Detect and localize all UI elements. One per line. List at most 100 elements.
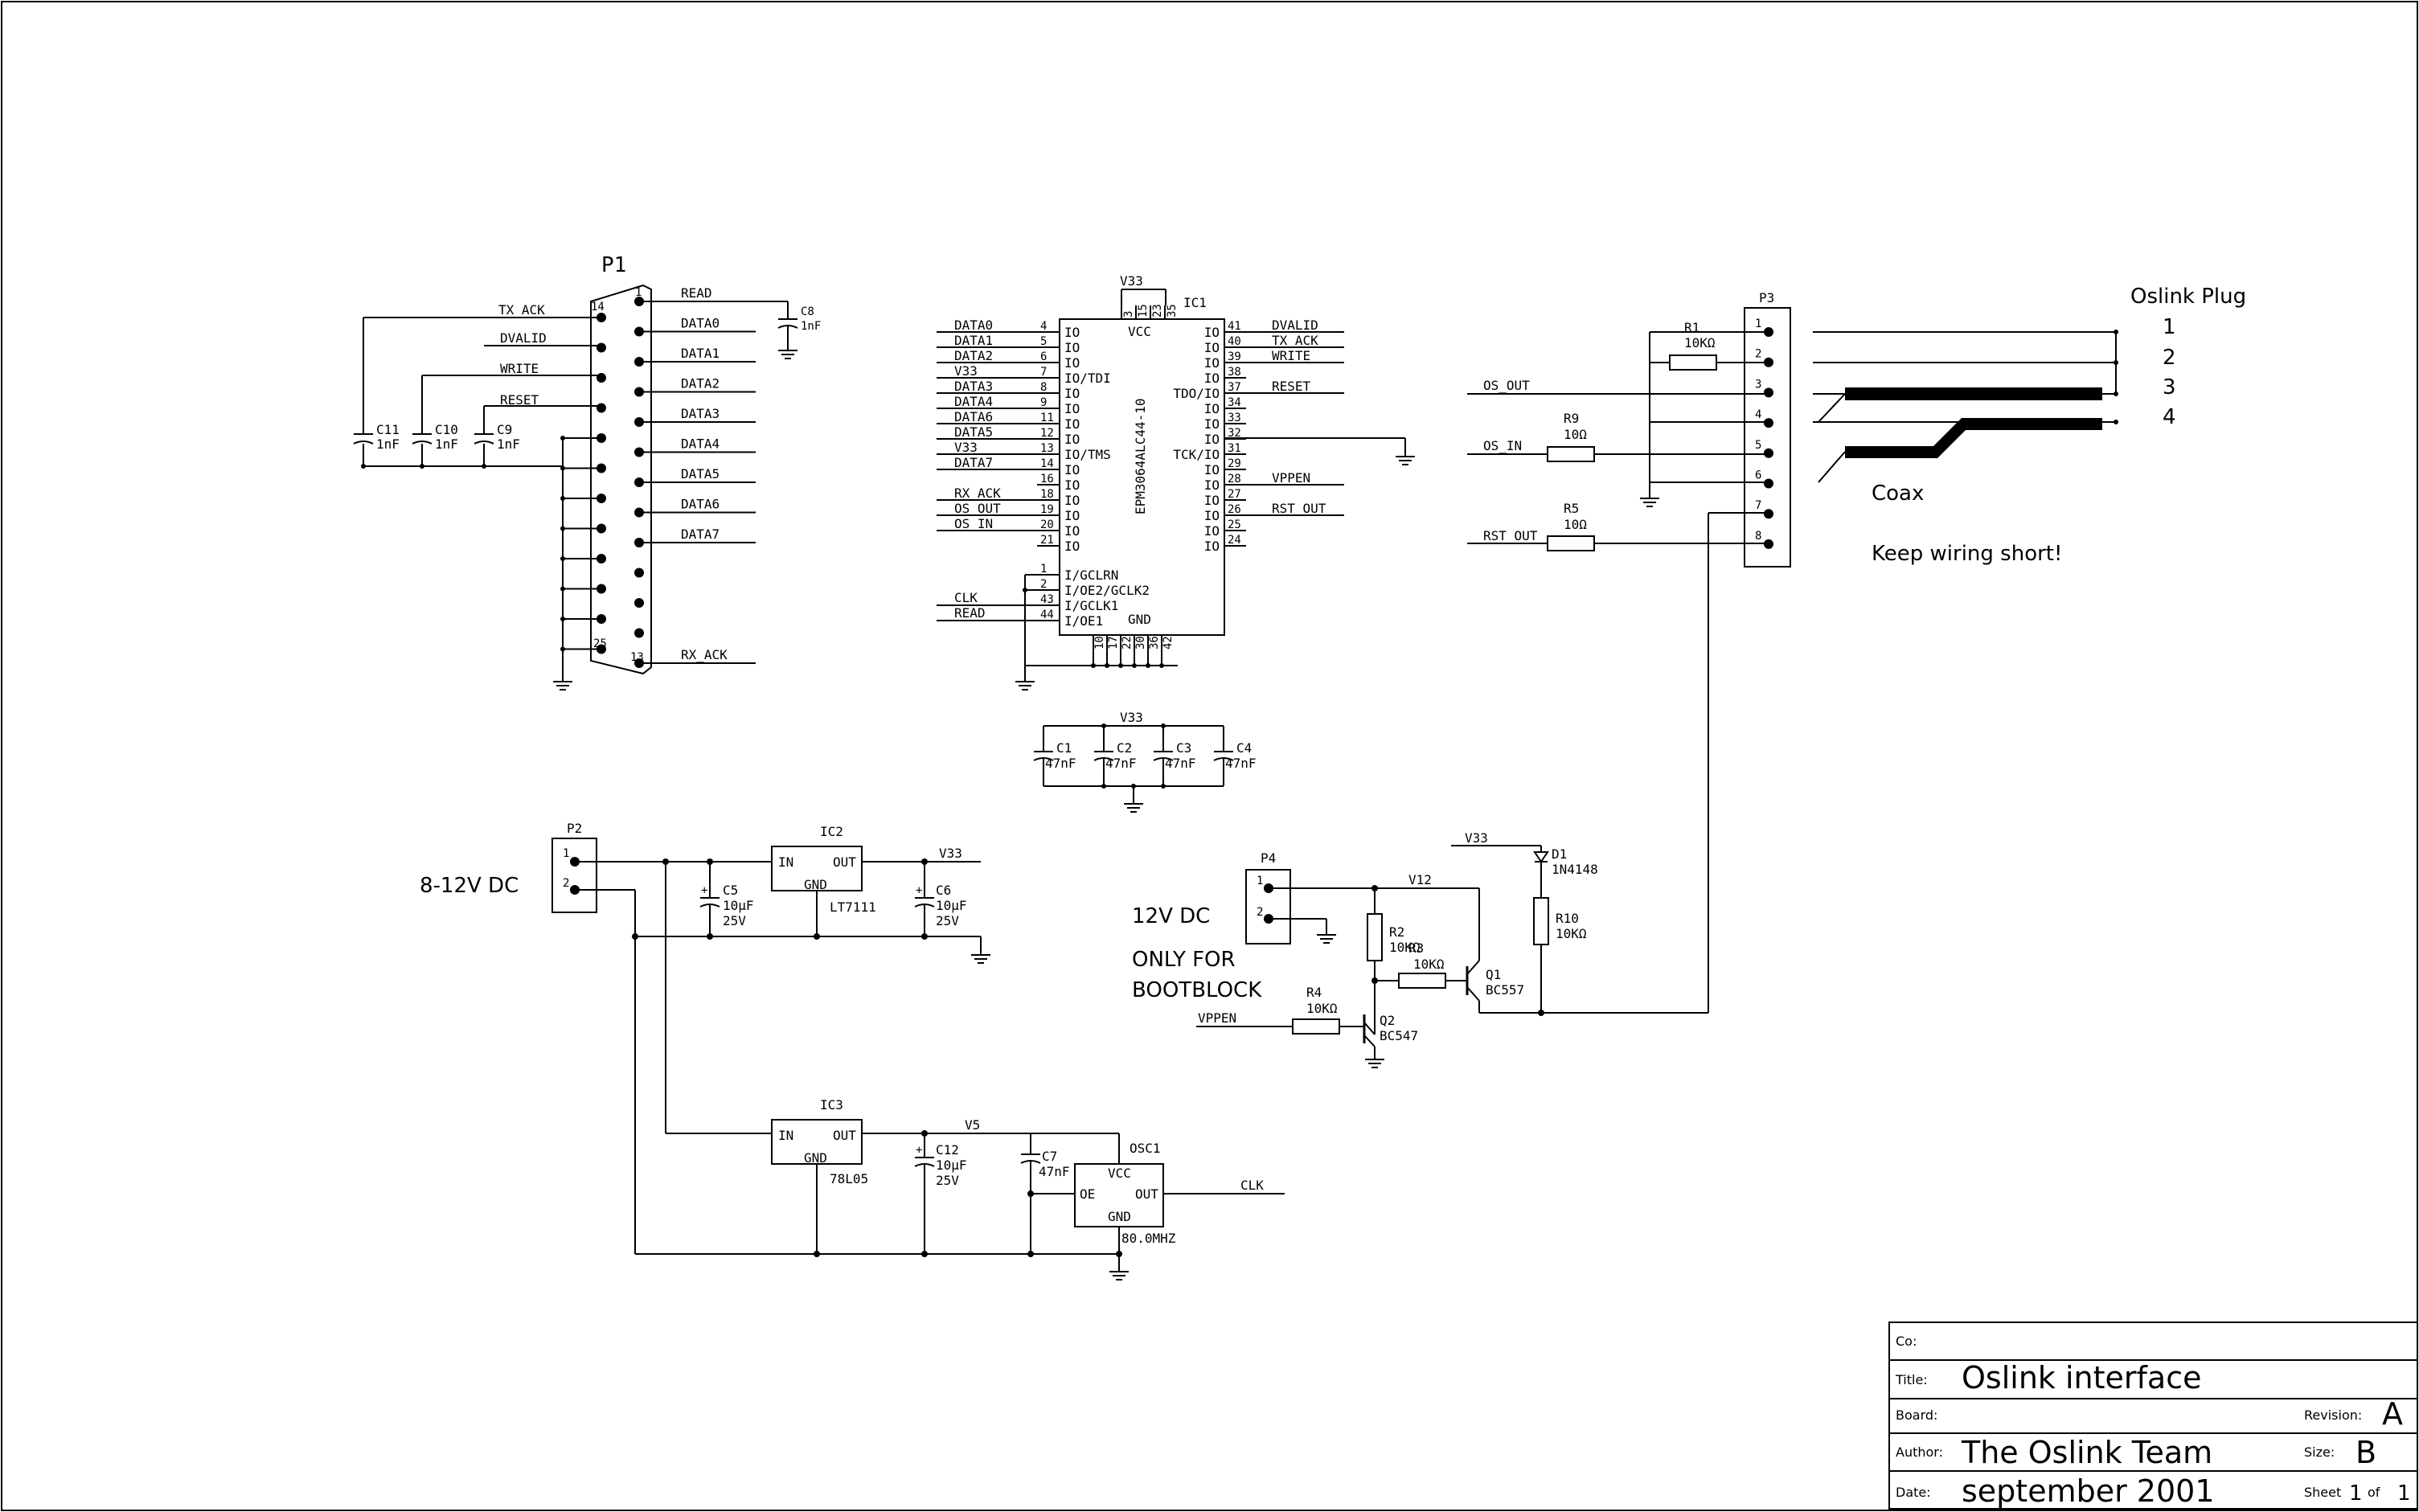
svg-text:10µF: 10µF — [723, 898, 754, 913]
svg-text:10KΩ: 10KΩ — [1389, 940, 1421, 955]
ic1-pin-num: 31 — [1228, 442, 1241, 455]
svg-text:C12: C12 — [936, 1142, 959, 1158]
svg-text:V12: V12 — [1408, 872, 1432, 887]
ic1-net-label: RX_ACK — [954, 486, 1001, 501]
p3-pin-num: 3 — [1755, 378, 1761, 391]
svg-text:P2: P2 — [567, 821, 582, 836]
svg-text:V33: V33 — [1120, 710, 1143, 725]
cap-ref: C3 — [1176, 740, 1191, 756]
tb-sheet-total: 1 — [2397, 1481, 2411, 1506]
cap-value: 47nF — [1165, 756, 1196, 771]
ic1-pin-label: IO — [1204, 371, 1220, 386]
p3-pin — [1764, 448, 1773, 458]
svg-text:14: 14 — [591, 301, 605, 313]
ic1-pin-label: IO — [1064, 416, 1080, 432]
ic1-net-label: TX_ACK — [1272, 333, 1318, 348]
p1-connector: P1 14 1 25 13 — [560, 253, 652, 675]
ic1-pin-num: 10 — [1093, 636, 1106, 649]
p1-net-label: READ — [681, 285, 712, 301]
tb-title-label: Title: — [1895, 1372, 1928, 1387]
ic1-pin-label: I/OE2/GCLK2 — [1064, 583, 1150, 598]
svg-text:Q1: Q1 — [1486, 967, 1501, 982]
svg-text:RESET: RESET — [500, 392, 539, 408]
ic1-net-label: OS_IN — [954, 516, 993, 531]
svg-text:Coax: Coax — [1872, 481, 1924, 506]
ic1-net-label: DATA0 — [954, 318, 993, 333]
p1-pin — [597, 403, 606, 413]
p1-pin — [634, 598, 644, 608]
svg-text:BC557: BC557 — [1486, 982, 1524, 998]
ic1-pin-label: TCK/IO — [1173, 447, 1220, 462]
cap-ref: C4 — [1236, 740, 1252, 756]
ic1-pin-num: 13 — [1040, 442, 1054, 455]
ic1-pin-label: IO — [1064, 508, 1080, 523]
cap-value: 47nF — [1045, 756, 1076, 771]
p1-net-label: DATA5 — [681, 466, 720, 481]
ic1-pin-num: 23 — [1151, 304, 1164, 318]
svg-text:GND: GND — [804, 1150, 827, 1166]
ic1-pin-num: 39 — [1228, 350, 1241, 363]
ic1-pin-label: I/OE1 — [1064, 613, 1103, 629]
tb-author: The Oslink Team — [1961, 1435, 2212, 1470]
ic1-pin-num: 35 — [1166, 304, 1179, 318]
ic1-net-label: DATA6 — [954, 409, 993, 424]
oslink-plug: Oslink Plug 1 2 3 4 Coax Keep wiring sho… — [1813, 285, 2246, 566]
ic1-pin-label: TDO/IO — [1173, 386, 1220, 401]
p3-pin-num: 5 — [1755, 439, 1761, 452]
ic1-pin-label: IO — [1204, 523, 1220, 539]
tb-sheet-num: 1 — [2349, 1481, 2363, 1506]
ic1-pin-num: 18 — [1040, 488, 1054, 501]
p3-pin — [1764, 478, 1773, 489]
ic1-pin-label: IO — [1204, 355, 1220, 371]
ic1-pin-num: 5 — [1040, 335, 1047, 348]
ic1-pin-label: IO — [1204, 477, 1220, 493]
ic1-pin-num: 28 — [1228, 473, 1241, 486]
ic1-pin-num: 34 — [1228, 396, 1241, 409]
tb-sheet-label: Sheet — [2304, 1485, 2341, 1500]
ic1-pin-label: IO — [1064, 539, 1080, 554]
svg-text:TX_ACK: TX_ACK — [498, 302, 545, 318]
cap-value: 1nF — [435, 436, 458, 452]
ic1-pin-num: 8 — [1040, 381, 1047, 394]
ic1-net-label: DATA1 — [954, 333, 993, 348]
p1-net-label: DATA4 — [681, 436, 720, 452]
svg-text:10Ω: 10Ω — [1564, 517, 1587, 532]
svg-text:R2: R2 — [1389, 924, 1404, 940]
p1-pin — [597, 342, 606, 353]
ic1-pin-num: 15 — [1137, 304, 1150, 318]
svg-text:R3: R3 — [1408, 940, 1424, 956]
tb-author-label: Author: — [1896, 1444, 1943, 1460]
svg-text:GND: GND — [804, 877, 827, 892]
svg-text:3: 3 — [2163, 375, 2176, 400]
ic1-pin-num: 32 — [1228, 427, 1241, 440]
p1-net-label: DATA0 — [681, 316, 720, 331]
svg-text:10KΩ: 10KΩ — [1556, 926, 1587, 941]
tb-date-label: Date: — [1896, 1485, 1931, 1500]
p3-pin — [1764, 387, 1773, 398]
svg-text:C7: C7 — [1042, 1149, 1057, 1164]
tb-board-label: Board: — [1896, 1408, 1937, 1423]
svg-text:OS_IN: OS_IN — [1483, 438, 1522, 453]
ic1-net-label: OS_OUT — [954, 501, 1001, 516]
svg-text:+: + — [916, 884, 922, 897]
tb-revision: A — [2382, 1396, 2403, 1432]
ic1-pin-num: 33 — [1228, 412, 1241, 424]
ic1-pin-label: I/GCLRN — [1064, 568, 1118, 583]
tb-of-label: of — [2368, 1485, 2380, 1500]
svg-text:R1: R1 — [1684, 320, 1699, 335]
svg-text:10µF: 10µF — [936, 1158, 967, 1173]
ic1-pin-label: IO — [1064, 386, 1080, 401]
svg-text:R5: R5 — [1564, 501, 1579, 516]
svg-text:BC547: BC547 — [1380, 1028, 1418, 1043]
ic1-net-label: WRITE — [1272, 348, 1310, 363]
svg-text:P4: P4 — [1261, 850, 1276, 866]
svg-text:BOOTBLOCK: BOOTBLOCK — [1132, 978, 1262, 1002]
p3-pin — [1764, 418, 1773, 428]
svg-text:V5: V5 — [965, 1117, 980, 1133]
p1-left-wiring: TX_ACK DVALID WRITE RESET — [363, 302, 601, 690]
ic1-net-label: DVALID — [1272, 318, 1318, 333]
svg-text:10KΩ: 10KΩ — [1306, 1001, 1338, 1016]
